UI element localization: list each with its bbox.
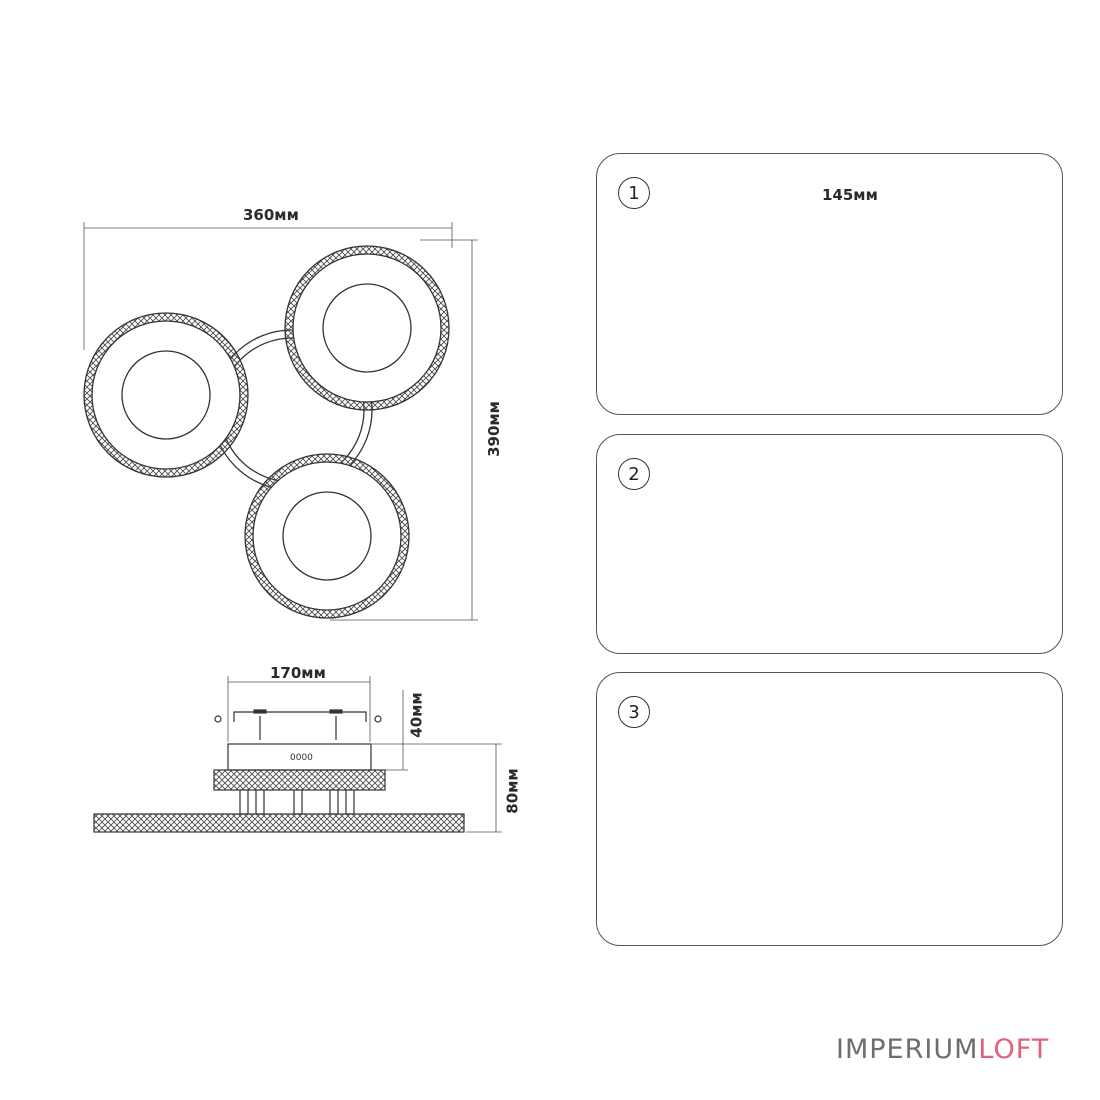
side-base-width-label: 170мм	[270, 664, 326, 682]
side-total-height-label: 80мм	[503, 768, 522, 814]
step-3-number: 3	[618, 696, 650, 728]
top-width-dimension-line	[83, 222, 453, 350]
step-2-number: 2	[618, 458, 650, 490]
brand-logo: IMPERIUMLOFT	[836, 1034, 1049, 1065]
lamp-ring-left	[83, 312, 249, 478]
step-1-number: 1	[618, 177, 650, 209]
step-1-dimension-label: 145мм	[822, 186, 878, 204]
top-height-dimension-line	[330, 239, 478, 621]
brand-part-2: LOFT	[978, 1034, 1050, 1065]
step-3-panel	[596, 672, 1063, 946]
step-1-panel	[596, 153, 1063, 415]
side-base-height-label: 40мм	[407, 692, 426, 738]
lamp-ring-bottom	[244, 453, 410, 619]
brand-part-1: IMPERIUM	[836, 1034, 979, 1065]
top-width-label: 360мм	[243, 206, 299, 224]
step-2-panel	[596, 434, 1063, 654]
side-view-dimension-lines	[227, 676, 502, 833]
side-view-bracket	[214, 709, 382, 740]
lamp-ring-top	[284, 245, 450, 411]
side-view-canopy: 0000	[93, 743, 465, 833]
svg-text:0000: 0000	[290, 753, 313, 763]
top-height-label: 390мм	[484, 401, 503, 457]
